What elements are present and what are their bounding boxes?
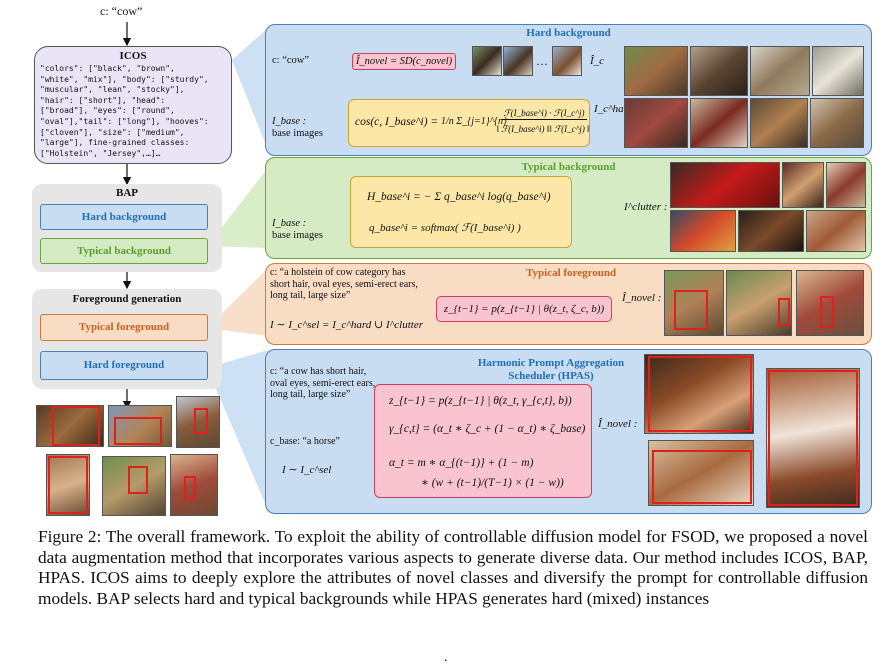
- hpas-prompt: c: “a cow has short hair, oval eyes, sem…: [270, 366, 376, 400]
- typical-bg-image: [670, 162, 780, 208]
- typical-bg-image: [826, 162, 866, 208]
- typical-fg-output-label: Î_novel :: [622, 292, 662, 304]
- clutter-output-label: I^clutter :: [624, 201, 668, 213]
- typical-bg-image: [738, 210, 804, 252]
- ic-label: Î_c: [590, 55, 605, 67]
- detection-box: [48, 456, 88, 514]
- hard-bg-image: [750, 98, 808, 148]
- hard-bg-base-images: I_base : base images: [272, 116, 323, 140]
- generated-image: [552, 46, 582, 76]
- trailing-mark: .: [444, 650, 448, 665]
- typical-fg-prompt: c: “a holstein of cow category has short…: [270, 267, 418, 301]
- icos-line: "large"], fine-grained classes:: [40, 138, 190, 148]
- callout-wedges: [207, 28, 268, 510]
- fg-title: Foreground generation: [72, 293, 182, 305]
- detection-box: [114, 417, 162, 445]
- detection-box: [820, 296, 834, 328]
- hard-bg-class-prompt: c: “cow”: [272, 55, 310, 66]
- icos-line: ["broad"], "eyes": ["round",: [40, 106, 175, 116]
- sample-image: [176, 396, 220, 448]
- typical-bg-base-images: I_base : base images: [272, 218, 323, 242]
- icos-box: ICOS "colors": ["black", "brown","white"…: [34, 46, 232, 164]
- typical-fg-title: Typical foreground: [526, 267, 617, 279]
- alpha-formula-2: ∗ (w + (t−1)/(T−1) × (1 − w)): [421, 477, 564, 489]
- bap-panel: BAP Hard background Typical background: [32, 184, 222, 272]
- hard-bg-title: Hard background: [526, 27, 611, 39]
- base-images-label: base images: [272, 230, 324, 241]
- hpas-image: [644, 354, 754, 434]
- hard-bg-image: [624, 98, 688, 148]
- cos-prefix: 1/n Σ_{j=1}^{n}: [441, 116, 507, 127]
- foreground-generation-panel: Foreground generation Typical foreground…: [32, 289, 222, 389]
- bap-title: BAP: [116, 187, 138, 199]
- typical-bg-image: [806, 210, 866, 252]
- softmax-formula: q_base^i = softmax( ℱ(I_base^i) ): [369, 222, 521, 234]
- detection-box: [184, 476, 196, 500]
- hpas-isel-formula: I ∼ I_c^sel: [282, 464, 332, 476]
- hpas-scheduler-box: z_{t−1} = p(z_{t−1} | θ(z_t, γ_{c,t}, b)…: [374, 384, 592, 498]
- detection-box: [778, 298, 790, 326]
- hard-bg-image: [750, 46, 810, 96]
- class-prompt: c: “cow”: [100, 4, 143, 18]
- detection-box: [52, 406, 100, 446]
- ibase-label: I_base :: [272, 116, 307, 127]
- detection-box: [194, 408, 208, 434]
- gamma-formula: γ_{c,t} = (α_t ∗ ζ_c + (1 − α_t) ∗ ζ_bas…: [389, 423, 586, 435]
- fg-hard-foreground: Hard foreground: [40, 351, 208, 380]
- fg-typical-foreground: Typical foreground: [40, 314, 208, 341]
- icos-line: ["cloven"], "size": ["medium",: [40, 127, 185, 137]
- cos-lhs: cos(c, I_base^i) =: [355, 116, 439, 128]
- alpha-formula-1: α_t = m ∗ α_{(t−1)} + (1 − m): [389, 457, 534, 469]
- bap-typical-background: Typical background: [40, 238, 208, 264]
- icos-line: "oval"],"tail": ["long"], "hooves":: [40, 116, 209, 126]
- hard-bg-image: [690, 98, 748, 148]
- hpas-title-line-1: Harmonic Prompt Aggregation: [477, 357, 625, 369]
- detection-box: [768, 370, 858, 506]
- typical-fg-image: [796, 270, 864, 336]
- detection-box: [674, 290, 708, 330]
- hpas-cbase: c_base: “a horse”: [270, 436, 340, 447]
- images-ellipsis: …: [536, 54, 548, 68]
- icos-line: "hair": ["short"], "head":: [40, 95, 166, 105]
- sample-image: [46, 454, 90, 516]
- hpas-denoise-formula: z_{t−1} = p(z_{t−1} | θ(z_t, γ_{c,t}, b)…: [389, 395, 572, 407]
- generated-image: [472, 46, 502, 76]
- cosine-similarity-box: cos(c, I_base^i) = 1/n Σ_{j=1}^{n} ℱ(I_b…: [348, 99, 590, 147]
- bap-hard-background: Hard background: [40, 204, 208, 230]
- typical-bg-image: [782, 162, 824, 208]
- detection-box: [652, 450, 752, 504]
- generated-image: [503, 46, 533, 76]
- hpas-output-label: Î_novel :: [598, 418, 638, 430]
- hard-bg-image: [810, 98, 864, 148]
- icos-line: "white", "mix"], "body": ["sturdy",: [40, 74, 209, 84]
- figure-caption: Figure 2: The overall framework. To expl…: [38, 527, 868, 608]
- entropy-box: H_base^i = − Σ q_base^i log(q_base^i) q_…: [350, 176, 572, 248]
- sd-formula: Î_novel = SD(c_novel): [352, 53, 456, 70]
- icos-line: "muscular", "lean", "stocky"],: [40, 85, 185, 95]
- ibase-label: I_base :: [272, 218, 307, 229]
- detection-box: [128, 466, 148, 494]
- hard-bg-image: [624, 46, 688, 96]
- hpas-title-line-2: Scheduler (HPAS): [508, 370, 594, 382]
- icos-line: "colors": ["black", "brown",: [40, 64, 175, 73]
- hpas-title: Harmonic Prompt Aggregation Scheduler (H…: [446, 357, 656, 383]
- typical-fg-denoise-formula: z_{t−1} = p(z_{t−1} | θ(z_t, ζ_c, b)): [436, 296, 612, 322]
- sample-image: [36, 405, 104, 447]
- typical-bg-title: Typical background: [521, 161, 616, 173]
- detection-box: [648, 356, 752, 432]
- icos-line: ["Holstein", "Jersey",…]…: [40, 148, 161, 158]
- hpas-image: [766, 368, 860, 508]
- icos-title: ICOS: [119, 50, 147, 62]
- isel-formula: I ∼ I_c^sel = I_c^hard ∪ I^clutter: [270, 319, 424, 331]
- hard-bg-image: [812, 46, 864, 96]
- entropy-formula: H_base^i = − Σ q_base^i log(q_base^i): [367, 191, 551, 203]
- typical-bg-image: [670, 210, 736, 252]
- icos-attributes: "colors": ["black", "brown","white", "mi…: [40, 64, 209, 159]
- hard-bg-image: [690, 46, 748, 96]
- base-images-label: base images: [272, 128, 324, 139]
- cos-denominator: ‖ ℱ(I_base^i) ‖‖ ℱ(I_c^j) ‖: [496, 124, 590, 134]
- cos-numerator: ℱ(I_base^i) · ℱ(I_c^j): [501, 108, 587, 120]
